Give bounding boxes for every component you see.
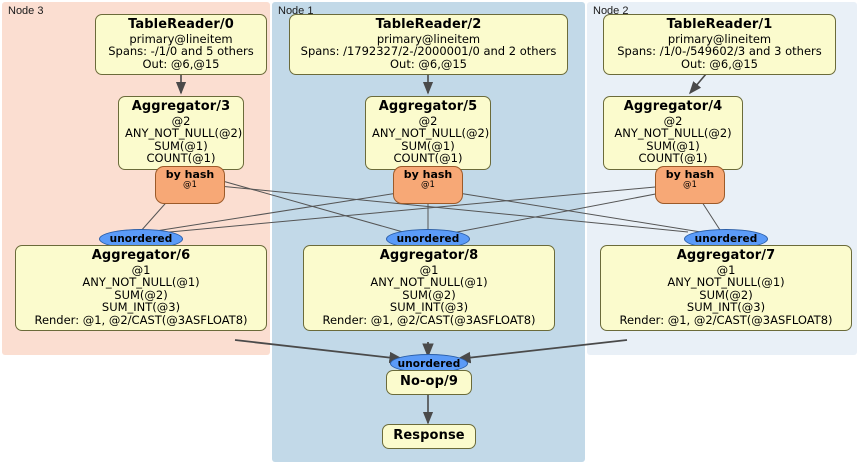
router-column: @1 [683,179,697,190]
processor-detail: ANY_NOT_NULL(@2) [372,126,490,141]
processor-detail: SUM_INT(@3) [101,300,181,315]
processor-detail: ANY_NOT_NULL(@1) [370,275,488,290]
processor-detail: @2 [171,114,191,129]
processor-detail: ANY_NOT_NULL(@1) [667,275,785,290]
processor-detail: @2 [418,114,438,129]
processor-detail: Out: @6,@15 [681,56,758,71]
synchronizer-label: unordered [694,233,758,245]
processor-detail: SUM(@2) [114,287,168,302]
processor-detail: SUM_INT(@3) [686,300,766,315]
processor-title: Aggregator/6 [91,248,191,263]
processor-detail: primary@lineitem [667,32,772,47]
processor-detail: @1 [419,263,439,278]
router-by-hash-left[interactable]: by hash @1 [155,166,225,204]
processor-detail: ANY_NOT_NULL(@2) [614,126,732,141]
processor-detail: SUM(@1) [401,138,455,153]
processor-table-reader-1[interactable]: TableReader/1 primary@lineitem Spans: /1… [603,14,836,76]
processor-detail: ANY_NOT_NULL(@2) [125,126,243,141]
processor-detail: Spans: /1/0-/549602/3 and 3 others [617,44,822,59]
processor-detail: Out: @6,@15 [390,56,467,71]
processor-detail: SUM(@2) [402,287,456,302]
processor-detail: Render: @1, @2/CAST(@3ASFLOAT8) [322,312,536,327]
synchronizer-label: unordered [397,357,461,370]
router-column: @1 [183,179,197,190]
processor-detail: COUNT(@1) [146,151,216,166]
processor-no-op-9[interactable]: No-op/9 [386,370,472,396]
processor-detail: @1 [131,263,151,278]
processor-title: Aggregator/8 [379,248,479,263]
processor-aggregator-3[interactable]: Aggregator/3 @2 ANY_NOT_NULL(@2) SUM(@1)… [118,96,244,170]
processor-detail: ANY_NOT_NULL(@1) [82,275,200,290]
processor-table-reader-2[interactable]: TableReader/2 primary@lineitem Spans: /1… [289,14,568,76]
router-by-hash-center[interactable]: by hash @1 [393,166,463,204]
synchronizer-unordered-final[interactable]: unordered [390,354,468,373]
processor-detail: @1 [716,263,736,278]
processor-detail: primary@lineitem [129,32,233,47]
processor-title: Aggregator/7 [676,248,776,263]
processor-detail: COUNT(@1) [638,151,708,166]
processor-aggregator-4[interactable]: Aggregator/4 @2 ANY_NOT_NULL(@2) SUM(@1)… [603,96,743,170]
processor-title: Aggregator/5 [378,99,478,114]
processor-title: TableReader/2 [375,17,482,32]
router-column: @1 [421,179,435,190]
router-by-hash-right[interactable]: by hash @1 [655,166,725,204]
processor-detail: SUM(@1) [154,138,208,153]
processor-aggregator-8[interactable]: Aggregator/8 @1 ANY_NOT_NULL(@1) SUM(@2)… [303,245,555,332]
processor-detail: Spans: /1792327/2-/2000001/0 and 2 other… [300,44,557,59]
router-label: by hash [165,168,215,181]
panel-label-node-3: Node 3 [8,5,44,17]
processor-aggregator-5[interactable]: Aggregator/5 @2 ANY_NOT_NULL(@2) SUM(@1)… [365,96,491,170]
processor-aggregator-7[interactable]: Aggregator/7 @1 ANY_NOT_NULL(@1) SUM(@2)… [600,245,852,332]
processor-response[interactable]: Response [382,424,476,450]
router-label: by hash [665,168,715,181]
synchronizer-label: unordered [109,233,173,245]
processor-detail: SUM(@2) [699,287,753,302]
processor-detail: Render: @1, @2/CAST(@3ASFLOAT8) [619,312,833,327]
processor-title: Aggregator/3 [131,99,231,114]
processor-detail: COUNT(@1) [393,151,463,166]
processor-title: Response [393,428,465,443]
processor-title: Aggregator/4 [623,99,723,114]
processor-detail: SUM(@1) [646,138,700,153]
processor-title: TableReader/0 [128,17,234,32]
processor-title: TableReader/1 [666,17,773,32]
processor-table-reader-0[interactable]: TableReader/0 primary@lineitem Spans: -/… [95,14,267,76]
processor-detail: @2 [663,114,683,129]
processor-detail: Out: @6,@15 [142,56,220,71]
processor-aggregator-6[interactable]: Aggregator/6 @1 ANY_NOT_NULL(@1) SUM(@2)… [15,245,267,332]
processor-detail: primary@lineitem [376,32,481,47]
processor-detail: SUM_INT(@3) [389,300,469,315]
processor-detail: Spans: -/1/0 and 5 others [108,44,254,59]
synchronizer-label: unordered [396,233,460,245]
router-label: by hash [403,168,453,181]
processor-detail: Render: @1, @2/CAST(@3ASFLOAT8) [34,312,248,327]
processor-title: No-op/9 [400,374,458,389]
